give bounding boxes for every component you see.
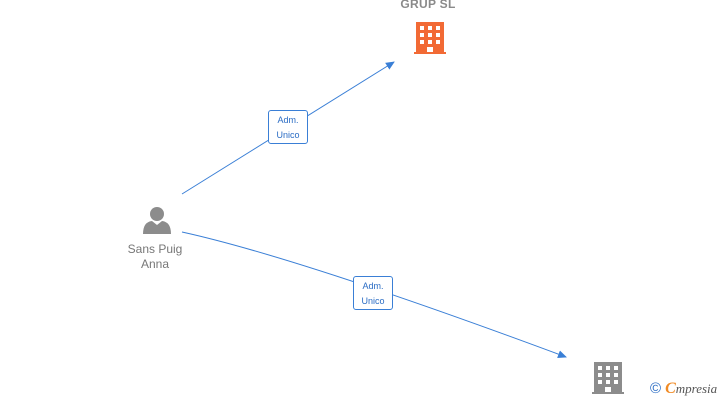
edge-role-line2: Unico [276, 130, 300, 140]
edge-role-label: Adm. Unico [268, 110, 308, 144]
edge-role-label: Adm. Unico [353, 276, 393, 310]
person-name-line1: Sans Puig [127, 242, 183, 256]
edge-role-line2: Unico [361, 296, 385, 306]
building-icon[interactable] [592, 362, 624, 394]
edge-role-line1: Adm. [277, 115, 299, 125]
building-icon[interactable] [414, 22, 446, 54]
copyright-symbol: © [650, 380, 662, 397]
person-icon[interactable] [143, 207, 171, 234]
person-name-line2: Anna [140, 257, 170, 271]
brand-name: mpresia [675, 381, 718, 396]
edge-line-bottom [181, 231, 567, 358]
edge-role-line1: Adm. [362, 281, 384, 291]
watermark: ©Cmpresia [650, 380, 717, 398]
person-name-label[interactable]: Sans Puig Anna [115, 242, 195, 272]
company-name-label[interactable]: GRUP SL [400, 0, 456, 11]
brand-initial: C [665, 380, 676, 397]
